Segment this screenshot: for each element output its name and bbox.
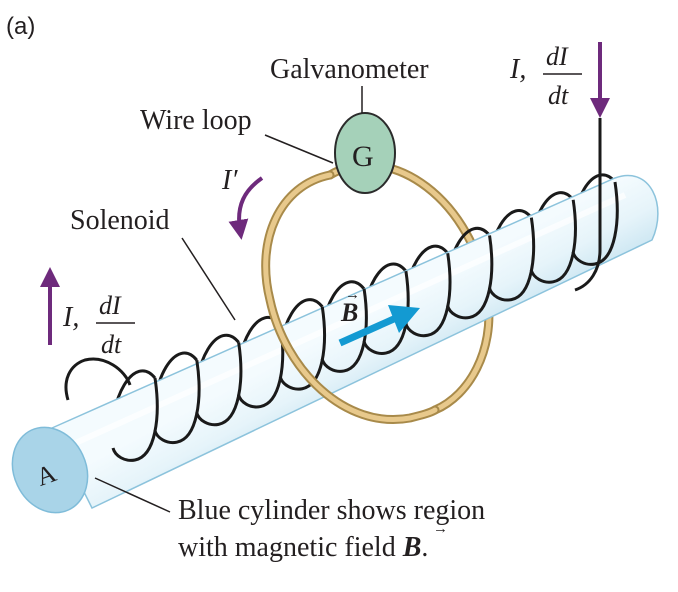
right-lead-wire	[574, 118, 602, 292]
solenoid-coils-front	[111, 181, 619, 462]
left-lead-wire	[64, 357, 132, 401]
coil-turn-front	[320, 288, 368, 373]
left-current-denominator: dt	[101, 330, 122, 359]
coil-turn-front	[111, 377, 159, 462]
left-current-symbol: I,	[62, 302, 79, 333]
coil-turn-front	[571, 181, 619, 266]
coil-turn-front	[195, 342, 243, 427]
panel-label: (a)	[6, 13, 35, 40]
galvanometer-symbol: G	[352, 140, 374, 173]
caption-field-symbol: B	[402, 532, 422, 563]
field-arrow-accent: →	[345, 287, 360, 303]
caption-field-accent: →	[433, 521, 448, 537]
solenoid-leader	[181, 237, 236, 321]
field-label: B	[340, 298, 358, 327]
right-current-numerator: dI	[546, 42, 569, 71]
coil-turn-front	[446, 235, 494, 320]
solenoid-label: Solenoid	[70, 205, 170, 236]
right-current-symbol: I,	[509, 54, 526, 85]
right-current-denominator: dt	[548, 81, 569, 110]
coil-turn-front	[362, 270, 410, 355]
caption-leader	[94, 477, 171, 513]
field-region-cylinder	[50, 174, 659, 509]
cylinder-highlight	[58, 192, 627, 453]
coil-turn-front	[404, 253, 452, 338]
caption-line-2: with magnetic field B.	[178, 532, 428, 563]
coil-turn-front	[278, 306, 326, 391]
induced-current-arrow	[228, 176, 264, 240]
coil-turn-front	[153, 359, 201, 445]
wire-loop-label: Wire loop	[140, 105, 252, 136]
wire-loop-leader	[264, 134, 334, 164]
induced-current-label: I′	[221, 165, 238, 196]
caption-line-1: Blue cylinder shows region	[178, 495, 485, 526]
cylinder-end-cap	[11, 426, 89, 514]
field-arrow	[338, 305, 420, 347]
caption-end: .	[421, 532, 428, 563]
wire-loop-front-inner	[263, 172, 438, 422]
galvanometer	[334, 112, 396, 194]
coil-turn-front	[487, 217, 536, 302]
galvanometer-label: Galvanometer	[270, 54, 429, 85]
left-current-numerator: dI	[99, 291, 122, 320]
caption-line-2-text: with magnetic field	[178, 532, 403, 563]
coil-turn-front	[237, 324, 285, 409]
coil-turn-front	[529, 199, 577, 284]
